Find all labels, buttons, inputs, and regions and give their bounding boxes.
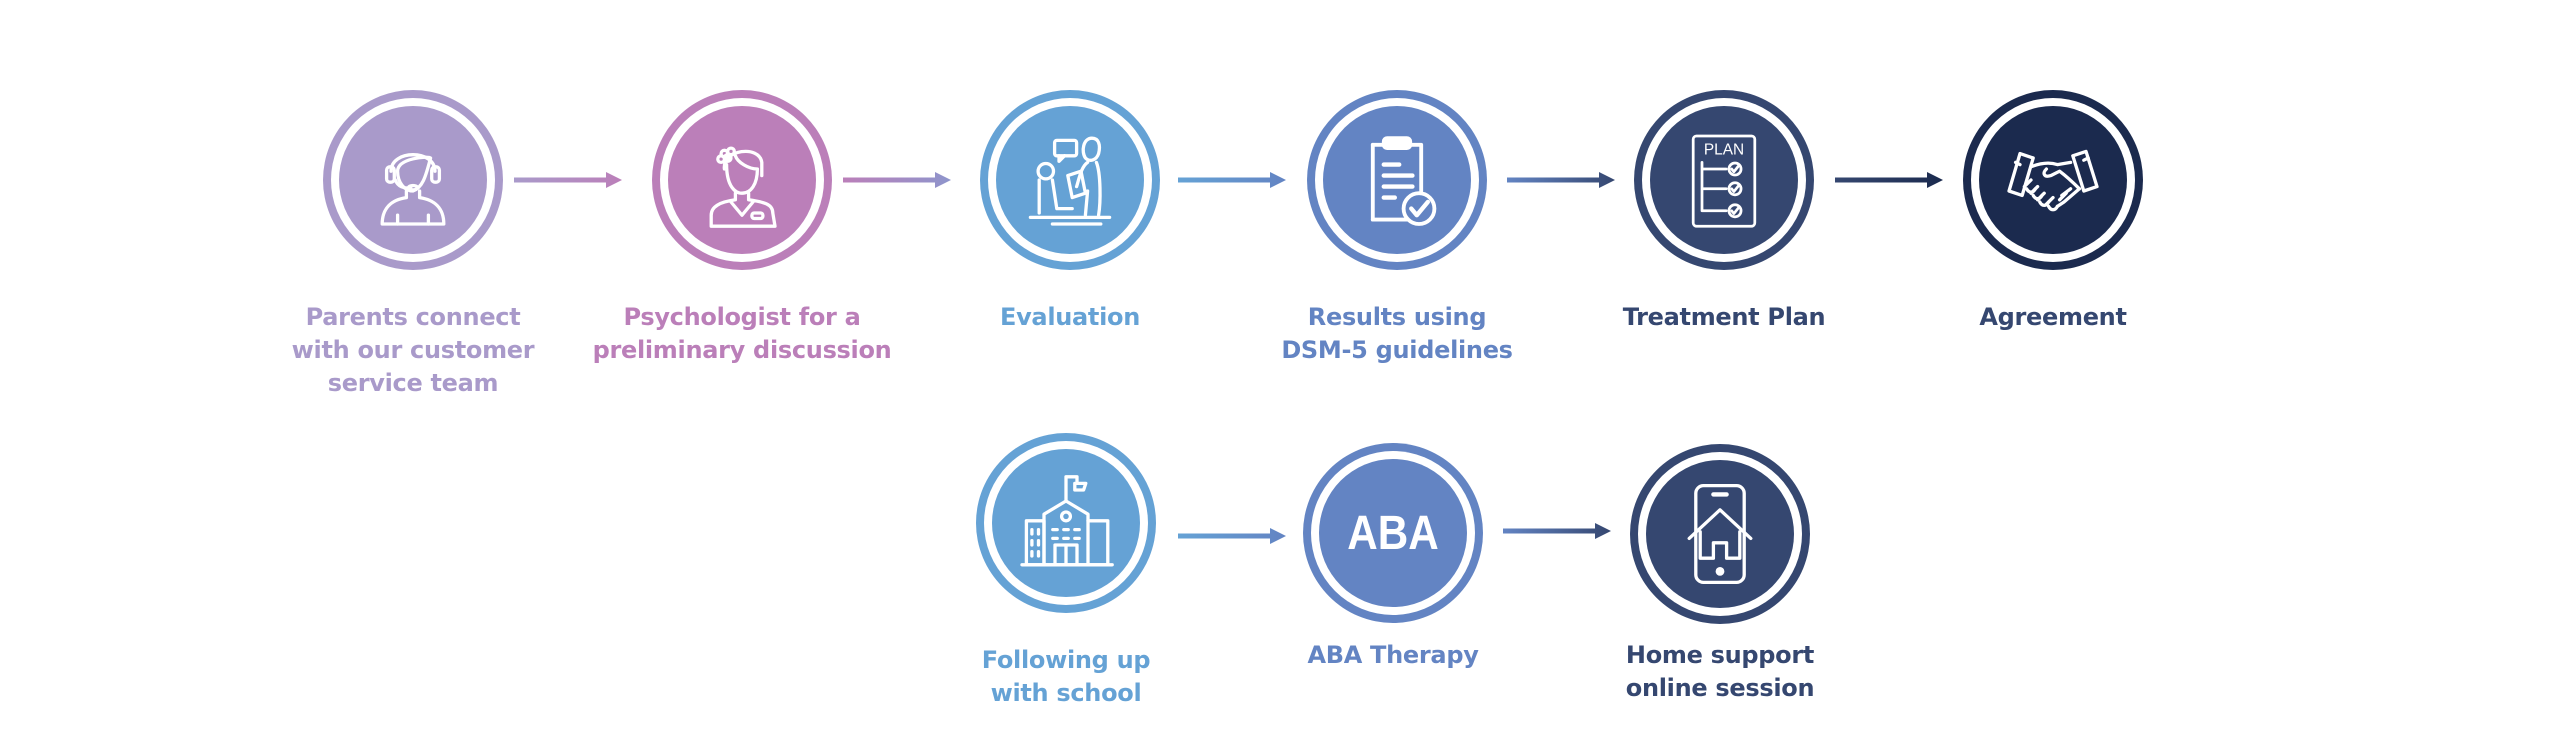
step-label-line: service team xyxy=(327,369,499,397)
step-label-line: Psychologist for a xyxy=(623,303,861,331)
aba-text-icon: ABA xyxy=(1347,506,1439,560)
step-circle xyxy=(1963,90,2143,270)
step-label-line: Home support xyxy=(1625,641,1815,669)
step-label: Home support online session xyxy=(1570,639,1870,705)
step-label: Parents connect with our customer servic… xyxy=(263,301,563,400)
step-label-line: Agreement xyxy=(1979,303,2127,331)
arrow-shape xyxy=(1178,172,1286,188)
step-circle: PLAN xyxy=(1634,90,1814,270)
step-label-line: with our customer xyxy=(291,336,535,364)
step-label-line: Treatment Plan xyxy=(1622,303,1826,331)
step-label-line: Evaluation xyxy=(999,303,1141,331)
step-label-line: preliminary discussion xyxy=(592,336,892,364)
step-circle xyxy=(980,90,1160,270)
arrow-right-icon xyxy=(1835,170,1943,190)
handshake-icon xyxy=(2007,149,2099,212)
arrow-right-icon xyxy=(514,170,622,190)
step-label-line: online session xyxy=(1625,674,1815,702)
psychologist-icon xyxy=(709,146,777,228)
step-label-line: DSM-5 guidelines xyxy=(1281,336,1513,364)
arrow-shape xyxy=(1178,528,1286,544)
arrow-shape xyxy=(1835,172,1943,188)
arrow-right-icon xyxy=(1507,170,1615,190)
step-circle xyxy=(323,90,503,270)
step-circle xyxy=(1630,444,1810,624)
arrow-shape xyxy=(843,172,951,188)
step-label: Following up with school xyxy=(916,644,1216,710)
step-label-line: Results using xyxy=(1307,303,1487,331)
phone-home-icon xyxy=(1687,483,1753,585)
step-circle: ABA xyxy=(1303,443,1483,623)
step-circle xyxy=(652,90,832,270)
step-label: Agreement xyxy=(1903,301,2203,334)
evaluation-session-icon xyxy=(1028,136,1112,226)
arrow-right-icon xyxy=(1178,526,1286,546)
step-circle xyxy=(1307,90,1487,270)
step-label: ABA Therapy xyxy=(1243,639,1543,672)
step-label-line: ABA Therapy xyxy=(1307,641,1479,669)
step-label: Results using DSM-5 guidelines xyxy=(1247,301,1547,367)
plan-icon-text: PLAN xyxy=(1704,142,1744,159)
step-label: Psychologist for a preliminary discussio… xyxy=(592,301,892,367)
step-label-line: Following up xyxy=(981,646,1151,674)
arrow-right-icon xyxy=(1503,521,1611,541)
arrow-right-icon xyxy=(1178,170,1286,190)
arrow-shape xyxy=(1503,523,1611,539)
plan-checklist-icon: PLAN xyxy=(1691,134,1757,228)
step-label: Evaluation xyxy=(920,301,1220,334)
arrow-right-icon xyxy=(843,170,951,190)
step-label: Treatment Plan xyxy=(1574,301,1874,334)
step-label-line: with school xyxy=(990,679,1142,707)
arrow-shape xyxy=(514,172,622,188)
step-circle xyxy=(976,433,1156,613)
arrow-shape xyxy=(1507,172,1615,188)
clipboard-check-icon xyxy=(1370,136,1437,226)
headset-agent-icon xyxy=(380,153,446,226)
school-building-icon xyxy=(1020,475,1114,567)
step-label-line: Parents connect xyxy=(305,303,521,331)
